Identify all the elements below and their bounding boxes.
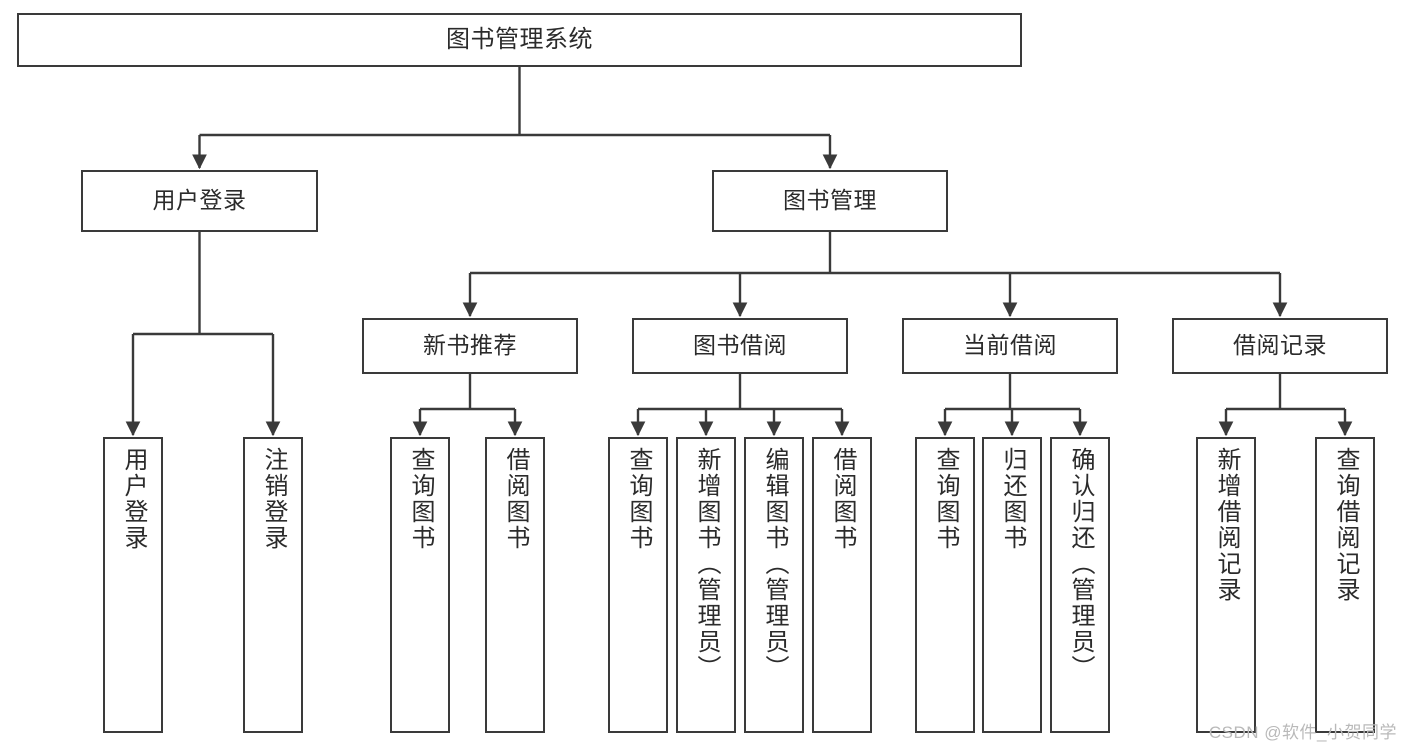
node-book-borrowing-label: 图书借阅: [693, 332, 787, 359]
leaf-borrow-books-label: 借阅图书: [829, 447, 856, 551]
leaf-user-login-label: 用户登录: [120, 447, 147, 551]
node-borrowing-record[interactable]: 借阅记录: [1172, 318, 1388, 374]
node-book-borrowing[interactable]: 图书借阅: [632, 318, 848, 374]
leaf-add-borrow-record[interactable]: 新增借阅记录: [1196, 437, 1256, 733]
leaf-query-books-borrow[interactable]: 查询图书: [608, 437, 668, 733]
leaf-return-books-label: 归还图书: [999, 447, 1026, 551]
node-book-management-label: 图书管理: [783, 187, 877, 214]
leaf-logout-label: 注销登录: [260, 447, 287, 551]
csdn-watermark: CSDN @软件_小贺同学: [1208, 723, 1397, 742]
leaf-query-borrow-record-label: 查询借阅记录: [1332, 447, 1359, 603]
node-user-login[interactable]: 用户登录: [81, 170, 318, 232]
leaf-borrow-books-rec[interactable]: 借阅图书: [485, 437, 545, 733]
leaf-query-borrow-record[interactable]: 查询借阅记录: [1315, 437, 1375, 733]
node-new-book-recommendation[interactable]: 新书推荐: [362, 318, 578, 374]
leaf-return-books[interactable]: 归还图书: [982, 437, 1042, 733]
leaf-query-books-rec[interactable]: 查询图书: [390, 437, 450, 733]
leaf-edit-book-admin[interactable]: 编辑图书（管理员）: [744, 437, 804, 733]
node-borrowing-record-label: 借阅记录: [1233, 332, 1327, 359]
node-user-login-label: 用户登录: [152, 187, 247, 214]
leaf-borrow-books-rec-label: 借阅图书: [502, 447, 529, 551]
node-new-book-recommendation-label: 新书推荐: [423, 332, 517, 359]
leaf-edit-book-admin-label: 编辑图书（管理员）: [761, 447, 788, 681]
leaf-add-book-admin-label: 新增图书（管理员）: [693, 447, 720, 681]
leaf-confirm-return-admin[interactable]: 确认归还（管理员）: [1050, 437, 1110, 733]
leaf-query-books-rec-label: 查询图书: [407, 447, 434, 551]
leaf-user-login[interactable]: 用户登录: [103, 437, 163, 733]
leaf-confirm-return-admin-label: 确认归还（管理员）: [1067, 447, 1094, 681]
node-root-label: 图书管理系统: [446, 25, 593, 53]
leaf-borrow-books[interactable]: 借阅图书: [812, 437, 872, 733]
leaf-add-book-admin[interactable]: 新增图书（管理员）: [676, 437, 736, 733]
node-current-borrowing[interactable]: 当前借阅: [902, 318, 1118, 374]
leaf-query-books-borrow-label: 查询图书: [625, 447, 652, 551]
node-current-borrowing-label: 当前借阅: [963, 332, 1057, 359]
leaf-query-books-current-label: 查询图书: [932, 447, 959, 551]
node-book-management[interactable]: 图书管理: [712, 170, 948, 232]
leaf-query-books-current[interactable]: 查询图书: [915, 437, 975, 733]
leaf-logout[interactable]: 注销登录: [243, 437, 303, 733]
node-root[interactable]: 图书管理系统: [17, 13, 1022, 67]
leaf-add-borrow-record-label: 新增借阅记录: [1213, 447, 1240, 603]
